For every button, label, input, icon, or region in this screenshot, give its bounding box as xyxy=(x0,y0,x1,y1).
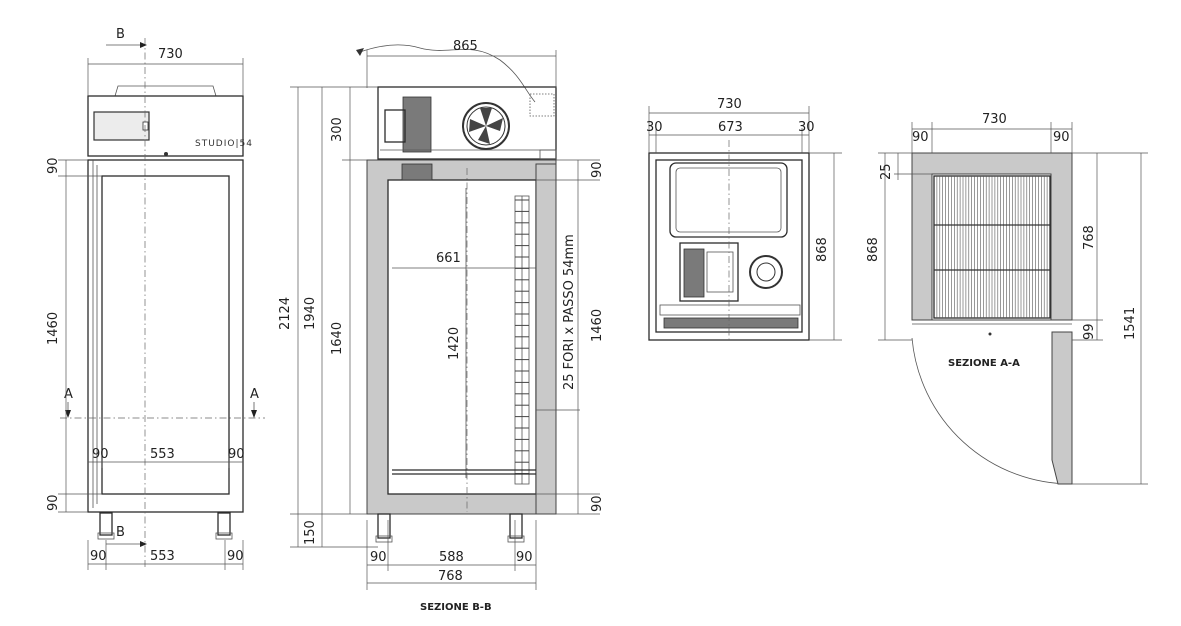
svg-text:768: 768 xyxy=(1082,225,1097,250)
section-bb: 865 2124 1940 300 1640 150 661 1420 25 F… xyxy=(278,39,605,613)
svg-text:90: 90 xyxy=(92,447,109,462)
svg-text:2124: 2124 xyxy=(278,297,293,330)
svg-text:90: 90 xyxy=(46,157,61,174)
svg-text:661: 661 xyxy=(436,251,461,266)
svg-text:730: 730 xyxy=(158,47,183,62)
top-view: 730 30 673 30 868 xyxy=(646,97,842,341)
svg-text:99: 99 xyxy=(1082,323,1097,340)
svg-text:588: 588 xyxy=(439,550,464,565)
svg-text:1940: 1940 xyxy=(303,297,318,330)
section-aa: 730 90 90 868 25 768 99 1541 SEZIONE A-A xyxy=(866,112,1148,485)
section-b-label-top: B xyxy=(116,27,125,42)
brand-logo: STUDIO|54 xyxy=(195,139,253,149)
svg-text:1541: 1541 xyxy=(1123,307,1138,340)
svg-text:90: 90 xyxy=(590,495,605,512)
svg-text:90: 90 xyxy=(590,161,605,178)
svg-text:90: 90 xyxy=(370,550,387,565)
svg-text:90: 90 xyxy=(227,549,244,564)
svg-text:90: 90 xyxy=(228,447,245,462)
svg-text:553: 553 xyxy=(150,549,175,564)
grid-shelf xyxy=(933,175,1051,319)
front-view: STUDIO|54 730 B B A A xyxy=(46,27,265,570)
front-door xyxy=(87,159,244,513)
svg-text:730: 730 xyxy=(717,97,742,112)
svg-text:768: 768 xyxy=(438,569,463,584)
svg-text:553: 553 xyxy=(150,447,175,462)
svg-text:865: 865 xyxy=(453,39,478,54)
svg-text:1460: 1460 xyxy=(46,312,61,345)
section-aa-caption: SEZIONE A-A xyxy=(948,358,1020,369)
svg-text:1640: 1640 xyxy=(330,322,345,355)
section-b-label-bottom: B xyxy=(116,525,125,540)
svg-text:300: 300 xyxy=(330,117,345,142)
svg-text:150: 150 xyxy=(303,520,318,545)
section-bb-caption: SEZIONE B-B xyxy=(420,602,492,613)
svg-text:673: 673 xyxy=(718,120,743,135)
compressor-icon xyxy=(749,255,783,289)
svg-text:868: 868 xyxy=(866,237,881,262)
svg-text:90: 90 xyxy=(1053,130,1070,145)
svg-text:90: 90 xyxy=(516,550,533,565)
svg-text:30: 30 xyxy=(646,120,663,135)
svg-text:90: 90 xyxy=(912,130,929,145)
condenser-fan-icon xyxy=(462,102,510,150)
svg-text:90: 90 xyxy=(46,494,61,511)
svg-text:25 FORI x PASSO 54mm: 25 FORI x PASSO 54mm xyxy=(562,234,577,390)
svg-text:1460: 1460 xyxy=(590,309,605,342)
svg-text:868: 868 xyxy=(815,237,830,262)
svg-text:1420: 1420 xyxy=(447,327,462,360)
svg-text:730: 730 xyxy=(982,112,1007,127)
section-a-label-left: A xyxy=(64,387,73,402)
control-display xyxy=(93,111,150,141)
svg-text:90: 90 xyxy=(90,549,107,564)
shelf-rack xyxy=(401,163,530,485)
svg-text:25: 25 xyxy=(879,163,894,180)
svg-text:30: 30 xyxy=(798,120,815,135)
section-a-label-right: A xyxy=(250,387,259,402)
